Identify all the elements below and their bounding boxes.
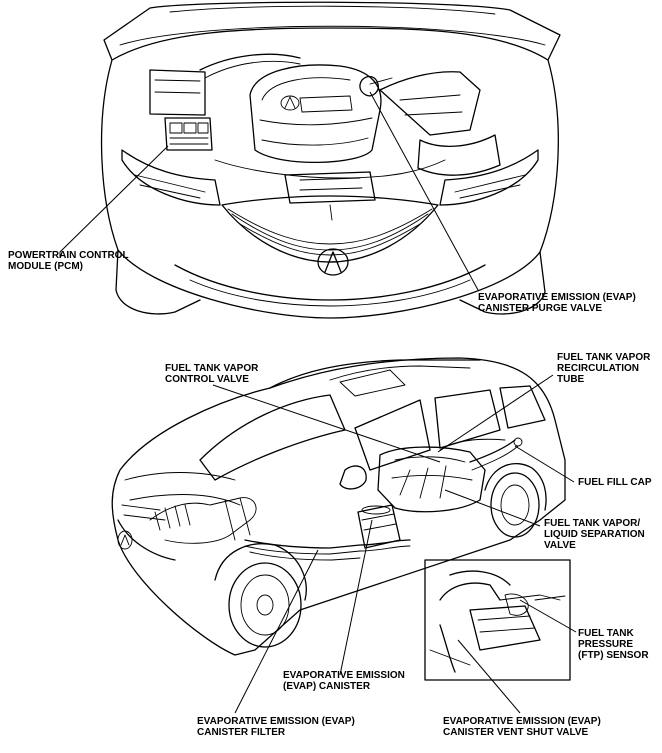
headlight-left bbox=[121, 149, 221, 206]
label-separation-valve: FUEL TANK VAPOR/ LIQUID SEPARATION VALVE bbox=[544, 518, 645, 551]
filler-neck bbox=[469, 439, 516, 463]
side-mirror bbox=[339, 465, 367, 490]
vehicle-acura-logo-icon bbox=[117, 530, 133, 550]
hood-outline bbox=[103, 1, 561, 61]
front-wheel bbox=[214, 543, 307, 648]
leader-vent-shut-valve bbox=[457, 639, 521, 714]
leader-separation-valve bbox=[444, 489, 541, 527]
engine-acura-logo-icon bbox=[280, 95, 300, 111]
purge-valve-part bbox=[359, 75, 393, 97]
detail-inset-box bbox=[424, 559, 571, 681]
fuel-tank-part bbox=[377, 446, 486, 513]
label-vapor-control-valve: FUEL TANK VAPOR CONTROL VALVE bbox=[165, 363, 259, 385]
leader-vapor-control-valve bbox=[212, 384, 441, 463]
leader-fuel-fill-cap bbox=[514, 445, 575, 483]
acura-logo-icon bbox=[317, 248, 349, 276]
label-evap-canister: EVAPORATIVE EMISSION (EVAP) CANISTER bbox=[283, 670, 405, 692]
sunroof bbox=[339, 369, 406, 397]
pcm-module bbox=[164, 117, 213, 151]
front-engine-plumbing bbox=[149, 497, 257, 544]
leader-ftp-sensor bbox=[519, 599, 577, 633]
label-canister-filter: EVAPORATIVE EMISSION (EVAP) CANISTER FIL… bbox=[197, 716, 355, 738]
leader-evap-canister bbox=[339, 519, 373, 676]
leader-purge-valve bbox=[369, 91, 479, 291]
evap-canister-part bbox=[357, 504, 401, 549]
label-purge-valve: EVAPORATIVE EMISSION (EVAP) CANISTER PUR… bbox=[478, 292, 636, 314]
leader-recirculation-tube bbox=[437, 374, 554, 453]
label-fuel-fill-cap: FUEL FILL CAP bbox=[578, 477, 652, 488]
front-body-outline bbox=[100, 59, 559, 319]
label-vent-shut-valve: EVAPORATIVE EMISSION (EVAP) CANISTER VEN… bbox=[443, 716, 601, 738]
rear-wheel bbox=[484, 463, 547, 538]
grille bbox=[221, 195, 439, 263]
headlight-right bbox=[439, 149, 539, 206]
label-ftp-sensor: FUEL TANK PRESSURE (FTP) SENSOR bbox=[578, 628, 649, 661]
leader-canister-filter bbox=[234, 549, 319, 714]
label-recirculation-tube: FUEL TANK VAPOR RECIRCULATION TUBE bbox=[557, 352, 651, 385]
label-pcm: POWERTRAIN CONTROL MODULE (PCM) bbox=[8, 250, 129, 272]
vehicle-body-outline bbox=[111, 357, 566, 656]
leader-pcm bbox=[59, 145, 169, 258]
